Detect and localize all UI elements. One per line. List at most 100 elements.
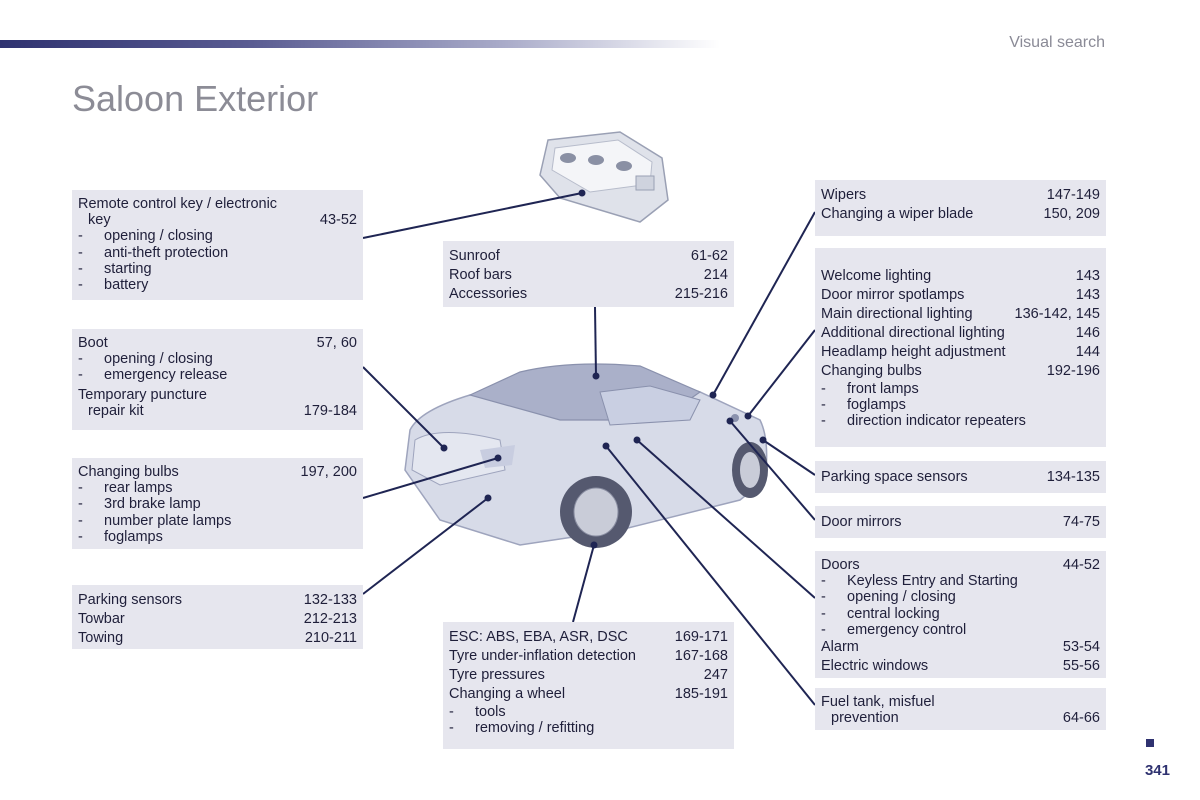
rear-bulbs-pages: 197, 200 [300, 464, 357, 480]
row-pages: 150, 209 [1043, 206, 1100, 222]
row-pages: 210-211 [304, 630, 357, 646]
row-label: Changing a wheel [449, 686, 566, 702]
dash: - [78, 351, 83, 368]
row-label: Tyre under-inflation detection [449, 648, 636, 664]
dash: - [821, 397, 826, 414]
page-marker [1146, 739, 1154, 747]
parking-space-panel: Parking space sensors 134-135 [815, 461, 1106, 493]
row-pages: 61-62 [690, 248, 728, 264]
row-pages: 247 [703, 667, 728, 683]
dash: - [78, 260, 83, 277]
row-label: Welcome lighting [821, 268, 932, 284]
page-number: 341 [1144, 762, 1170, 779]
list-item: opening / closing [104, 351, 213, 368]
dash: - [449, 720, 454, 737]
row-label: Accessories [449, 286, 528, 302]
row-label: Alarm [821, 639, 859, 656]
list-item: central locking [847, 605, 940, 622]
dash: - [449, 704, 454, 720]
list-item: anti-theft protection [104, 244, 229, 261]
remote-key-pages: 43-52 [319, 212, 357, 229]
list-item: front lamps [847, 381, 919, 397]
row-label: Headlamp height adjustment [821, 344, 1006, 360]
row-label: Changing bulbs [821, 363, 922, 379]
doors-pages: 44-52 [1062, 557, 1100, 573]
doors-title: Doors [821, 557, 860, 573]
row-label: Changing a wiper blade [821, 206, 974, 222]
row-pages: 167-168 [674, 648, 728, 664]
row-pages: 143 [1075, 268, 1100, 284]
row-pages: 74-75 [1062, 514, 1100, 530]
row-label: Towbar [78, 611, 125, 627]
row-pages: 134-135 [1046, 469, 1100, 485]
dash: - [78, 512, 83, 529]
dash: - [78, 277, 83, 294]
list-item: 3rd brake lamp [104, 496, 201, 513]
dash: - [78, 528, 83, 545]
row-label: Parking sensors [78, 592, 182, 608]
row-pages: 143 [1075, 287, 1100, 303]
puncture-title-cont: repair kit [88, 402, 144, 419]
row-pages: 169-171 [674, 629, 728, 645]
row-label: Main directional lighting [821, 306, 973, 322]
row-label: Towing [78, 630, 124, 646]
row-label: Wipers [821, 187, 867, 203]
remote-key-title-cont: key [88, 212, 111, 229]
dash: - [821, 589, 826, 606]
row-pages: 147-149 [1046, 187, 1100, 203]
list-item: direction indicator repeaters [847, 413, 1026, 430]
row-pages: 53-54 [1062, 639, 1100, 656]
row-pages: 146 [1075, 325, 1100, 341]
row-pages: 132-133 [303, 592, 357, 608]
sunroof-panel: Sunroof 61-62 Roof bars 214 Accessories 215… [443, 241, 734, 307]
rear-bulbs-title: Changing bulbs [78, 464, 179, 480]
row-label: ESC: ABS, EBA, ASR, DSC [449, 629, 628, 645]
dash: - [78, 480, 83, 497]
remote-key-title: Remote control key / electronic [78, 196, 278, 212]
boot-title: Boot [78, 335, 108, 351]
page-title: Saloon Exterior [72, 78, 319, 119]
leader-dots [440, 189, 767, 549]
lighting-panel: Welcome lighting 143 Door mirror spotlamp… [815, 248, 1106, 447]
row-label: Additional directional lighting [821, 325, 1005, 341]
remote-key-illustration [539, 131, 669, 223]
header-bar [0, 40, 720, 48]
puncture-pages: 179-184 [303, 402, 357, 419]
row-pages: 214 [703, 267, 728, 283]
section-label: Visual search [1009, 34, 1105, 51]
dash: - [78, 228, 83, 245]
list-item: rear lamps [104, 480, 173, 497]
row-label: Door mirror spotlamps [821, 287, 965, 303]
row-pages: 144 [1075, 344, 1100, 360]
dash: - [821, 605, 826, 622]
parking-panel: Parking sensors 132-133 Towbar 212-213 Tow… [72, 585, 363, 649]
row-pages: 192-196 [1046, 363, 1100, 379]
row-label: Tyre pressures [449, 667, 545, 683]
dash: - [78, 496, 83, 513]
row-pages: 136-142, 145 [1014, 306, 1100, 322]
list-item: battery [104, 277, 149, 294]
remote-key-panel: Remote control key / electronic key 43-52… [72, 190, 363, 300]
dash: - [821, 621, 826, 638]
row-label: Roof bars [449, 267, 512, 283]
row-label: Sunroof [449, 248, 500, 264]
dash: - [821, 381, 826, 397]
list-item: opening / closing [104, 228, 213, 245]
fuel-title-cont: prevention [831, 710, 899, 727]
list-item: opening / closing [847, 589, 956, 606]
leader-lines [362, 192, 816, 706]
puncture-title: Temporary puncture [78, 386, 207, 403]
list-item: foglamps [847, 397, 906, 414]
list-item: emergency control [847, 621, 967, 638]
row-pages: 215-216 [674, 286, 728, 302]
fuel-pages: 64-66 [1062, 710, 1100, 727]
row-pages: 55-56 [1062, 658, 1100, 675]
row-label: Parking space sensors [821, 469, 968, 485]
row-pages: 212-213 [303, 611, 357, 627]
rear-bulbs-panel: Changing bulbs 197, 200 - rear lamps - 3rd … [72, 458, 363, 549]
list-item: foglamps [104, 528, 163, 545]
